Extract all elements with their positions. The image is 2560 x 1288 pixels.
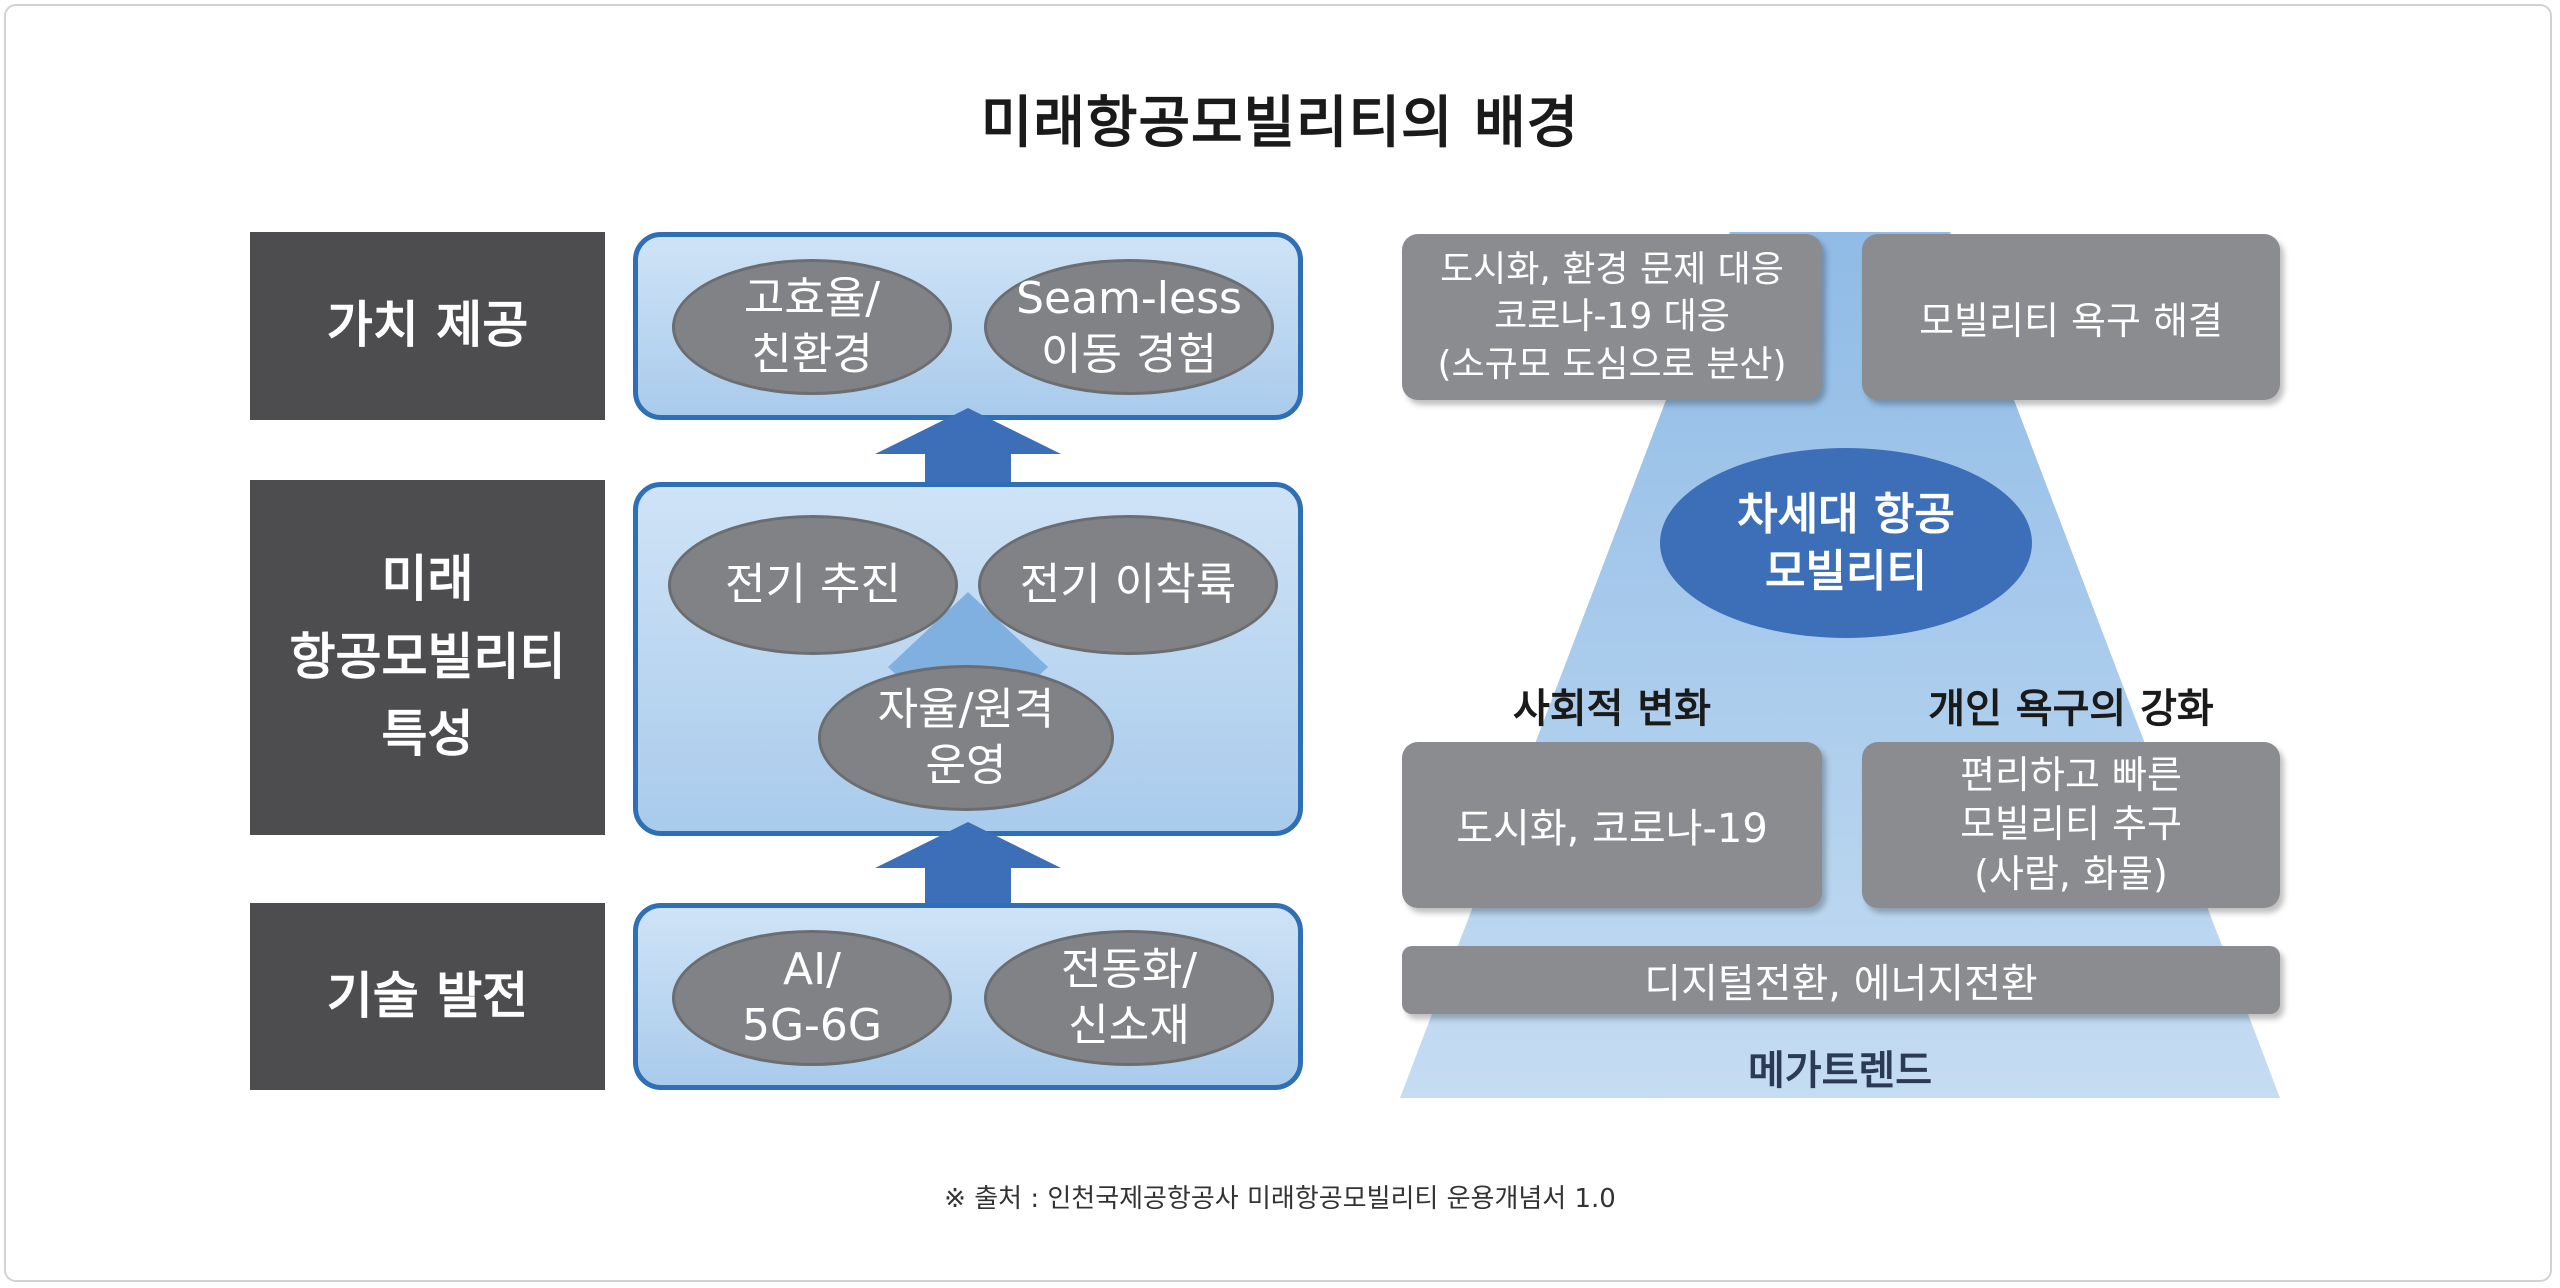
heading-personal-needs: 개인 욕구의 강화 — [1928, 686, 2214, 732]
label-megatrend: 메가트렌드 — [1748, 1048, 1932, 1094]
up-arrow-top — [875, 408, 1061, 498]
ellipse-efficiency: 고효율/ 친환경 — [672, 259, 952, 395]
ellipse-ai: AI/ 5G-6G — [672, 930, 952, 1066]
ellipse-materials: 전동화/ 신소재 — [984, 930, 1274, 1066]
heading-social-change: 사회적 변화 — [1513, 686, 1711, 732]
box-mobility-needs: 모빌리티 욕구 해결 — [1862, 234, 2280, 400]
up-arrow-bottom — [875, 822, 1061, 912]
ellipse-next-gen-mobility: 차세대 항공 모빌리티 — [1660, 448, 2032, 638]
box-urbanization-covid: 도시화, 코로나-19 — [1402, 742, 1822, 908]
panel-tech: AI/ 5G-6G 전동화/ 신소재 — [633, 903, 1303, 1090]
label-features: 미래 항공모빌리티 특성 — [250, 480, 605, 835]
page-title: 미래항공모빌리티의 배경 — [980, 91, 1580, 156]
panel-value: 고효율/ 친환경 Seam-less 이동 경험 — [633, 232, 1303, 420]
ellipse-electric-propulsion: 전기 추진 — [668, 515, 958, 655]
label-value: 가치 제공 — [250, 232, 605, 420]
box-urban-environment: 도시화, 환경 문제 대응 코로나-19 대응 (소규모 도심으로 분산) — [1402, 234, 1822, 400]
label-tech: 기술 발전 — [250, 903, 605, 1090]
source-note: ※ 출처 : 인천국제공항공사 미래항공모빌리티 운용개념서 1.0 — [944, 1184, 1616, 1214]
box-fast-mobility: 편리하고 빠른 모빌리티 추구 (사람, 화물) — [1862, 742, 2280, 908]
ellipse-evtol: 전기 이착륙 — [978, 515, 1278, 655]
ellipse-autonomous: 자율/원격 운영 — [818, 665, 1114, 811]
ellipse-seamless: Seam-less 이동 경험 — [984, 259, 1274, 395]
bar-digital-energy: 디지털전환, 에너지전환 — [1402, 946, 2280, 1014]
panel-features: 전기 추진 전기 이착륙 자율/원격 운영 — [633, 482, 1303, 836]
